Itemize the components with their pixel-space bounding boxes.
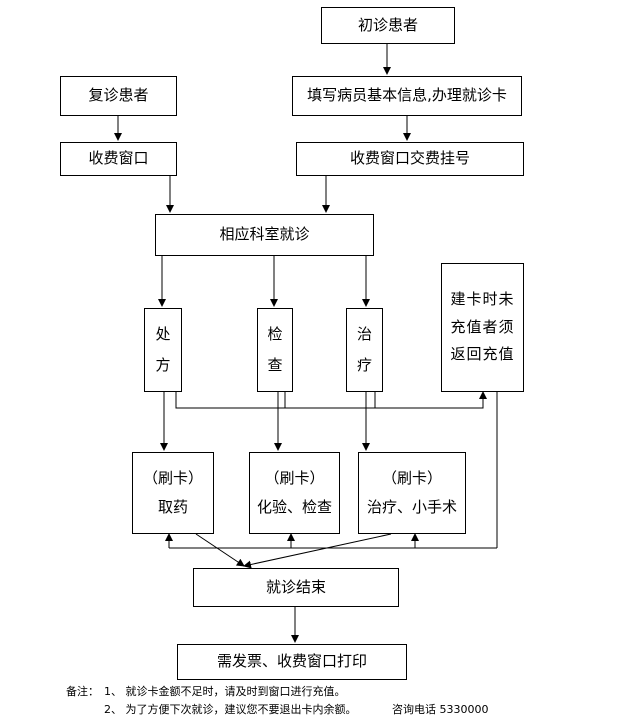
notes-line-2: 2、 为了方便下次就诊，建议您不要退出卡内余额。: [104, 703, 357, 716]
swipe-surgery-line-2: 治疗、小手术: [366, 498, 457, 516]
node-invoice: 需发票、收费窗口打印: [177, 644, 407, 680]
node-prescription: 处 方: [144, 308, 182, 392]
node-register-info: 填写病员基本信息,办理就诊卡: [292, 76, 522, 116]
node-treatment: 治 疗: [346, 308, 383, 392]
examination-char-2: 查: [267, 356, 283, 374]
arrow-medicine-to-end: [195, 533, 245, 567]
notes-phone: 咨询电话 5330000: [392, 703, 489, 716]
notes-label: 备注：: [66, 685, 99, 698]
node-cashier-register: 收费窗口交费挂号: [296, 142, 524, 176]
swipe-lab-line-1: （刷卡）: [264, 468, 325, 487]
swipe-surgery-line-1: （刷卡）: [381, 468, 442, 487]
arrow-surgery-to-end: [243, 533, 392, 569]
node-swipe-lab: （刷卡） 化验、检查: [249, 452, 340, 534]
recharge-line-1: 建卡时未: [450, 290, 515, 309]
prescription-char-2: 方: [155, 356, 171, 374]
treatment-char-1: 治: [356, 324, 372, 343]
line-branches-to-recharge: [175, 391, 487, 409]
recharge-line-3: 返回充值: [450, 345, 515, 364]
node-cashier-return: 收费窗口: [60, 142, 177, 176]
prescription-char-1: 处: [155, 324, 171, 343]
node-swipe-medicine: （刷卡） 取药: [132, 452, 214, 534]
notes-line-1: 1、 就诊卡金额不足时，请及时到窗口进行充值。: [104, 685, 346, 698]
node-recharge: 建卡时未 充值者须 返回充值: [441, 263, 524, 392]
node-department: 相应科室就诊: [155, 214, 374, 256]
node-visit-end: 就诊结束: [193, 568, 399, 607]
swipe-lab-line-2: 化验、检查: [256, 498, 332, 516]
node-swipe-surgery: （刷卡） 治疗、小手术: [358, 452, 466, 534]
node-first-visit: 初诊患者: [321, 7, 455, 44]
swipe-medicine-line-2: 取药: [157, 498, 188, 516]
recharge-line-2: 充值者须: [450, 317, 515, 336]
swipe-medicine-line-1: （刷卡）: [142, 468, 203, 487]
node-examination: 检 查: [257, 308, 293, 392]
examination-char-1: 检: [267, 324, 283, 343]
node-return-visit: 复诊患者: [60, 76, 177, 116]
treatment-char-2: 疗: [356, 356, 372, 374]
